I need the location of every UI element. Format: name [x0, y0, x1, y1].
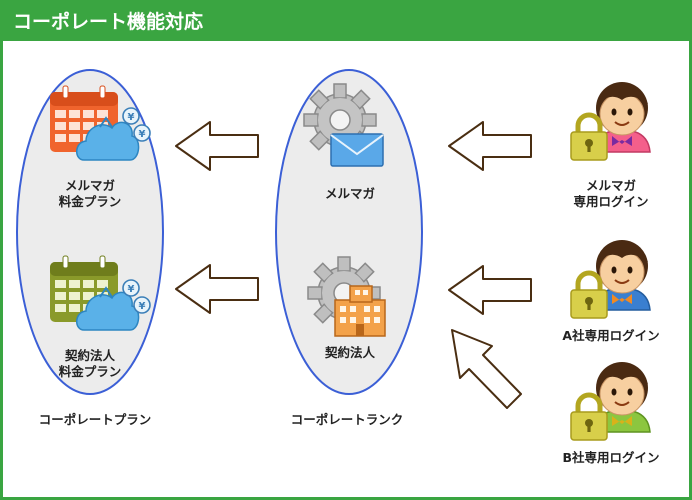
building-icon — [334, 285, 386, 337]
plan-item-contract: 契約法人 料金プラン — [44, 348, 136, 380]
login-item-line2: 専用ログイン — [573, 194, 649, 209]
envelope-icon — [330, 133, 384, 167]
coin-bag-icon — [76, 116, 140, 161]
padlock-icon — [571, 273, 607, 318]
corporate-plan-label: コーポレートプラン — [38, 412, 152, 427]
coin-bag-icon — [76, 286, 140, 331]
login-item-line1: メルマガ — [585, 178, 636, 193]
login-item-mailmag: メルマガ 専用ログイン — [556, 178, 666, 210]
plan-item-mailmag: メルマガ 料金プラン — [44, 178, 136, 210]
person-icon — [593, 362, 651, 433]
page-title: コーポレート機能対応 — [3, 3, 689, 41]
rank-item-contract: 契約法人 — [324, 345, 375, 360]
left-arrow-icon — [448, 265, 532, 315]
plan-item-line2: 料金プラン — [58, 364, 122, 379]
login-item-a: A社専用ログイン — [562, 328, 660, 343]
diagonal-arrow-icon — [451, 329, 522, 409]
person-icon — [593, 82, 651, 153]
padlock-icon — [571, 115, 607, 160]
corporate-rank-label: コーポレートランク — [290, 412, 404, 427]
person-icon — [593, 240, 651, 311]
left-arrow-icon — [175, 121, 259, 171]
plan-item-line1: 契約法人 — [64, 348, 115, 363]
plan-item-line2: 料金プラン — [58, 194, 122, 209]
rank-item-mailmag: メルマガ — [324, 186, 375, 201]
plan-item-line1: メルマガ — [64, 178, 115, 193]
left-arrow-icon — [448, 121, 532, 171]
left-arrow-icon — [175, 264, 259, 314]
login-item-b: B社専用ログイン — [562, 450, 660, 465]
padlock-icon — [571, 395, 607, 440]
